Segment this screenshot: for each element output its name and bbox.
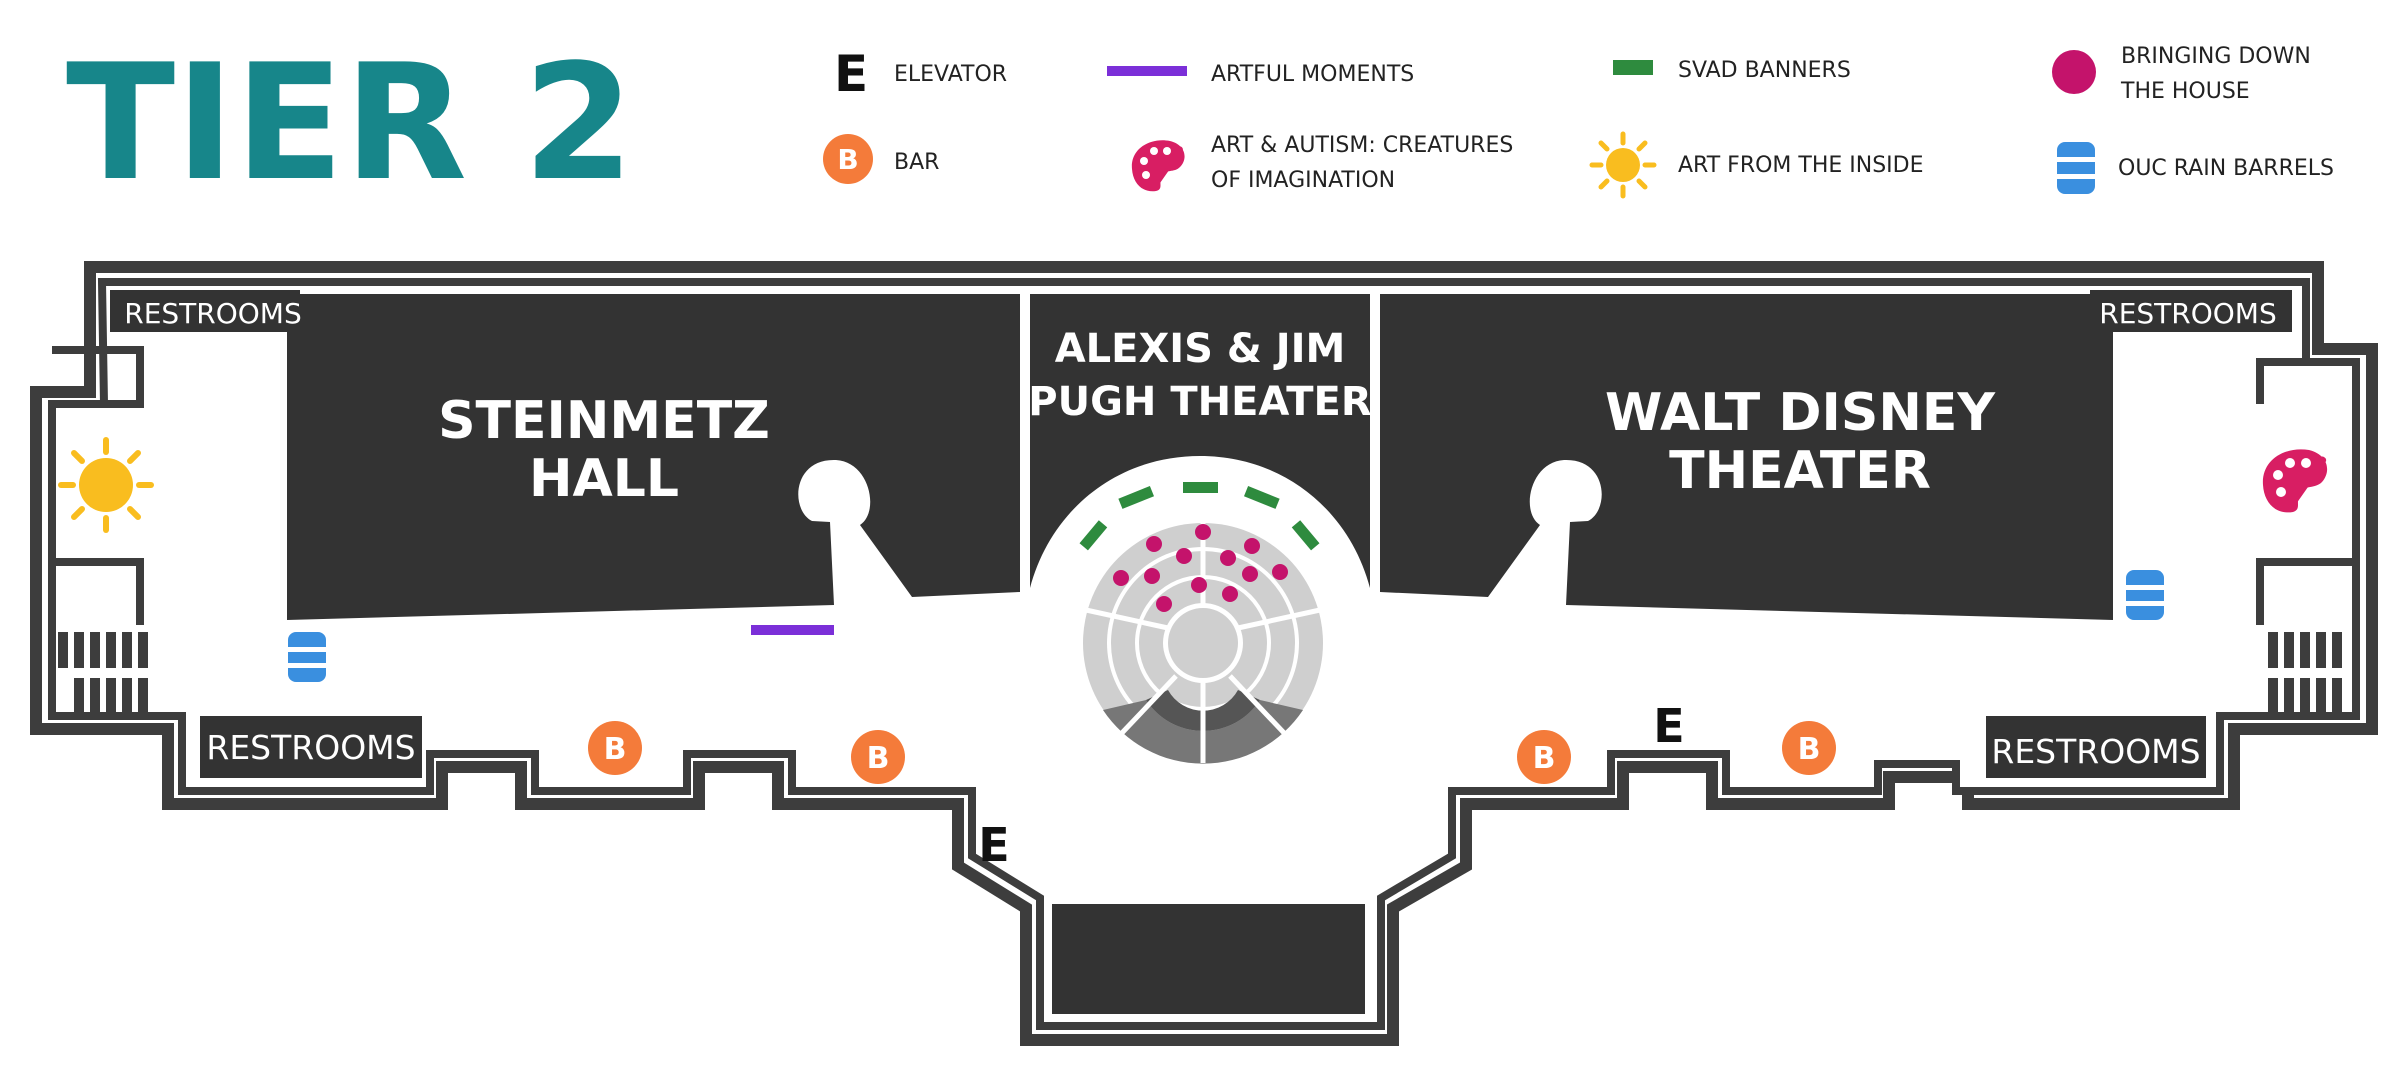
pugh-theater-seating xyxy=(1083,523,1323,764)
artful-moments-marker xyxy=(751,625,834,635)
svad-banners xyxy=(1079,482,1320,551)
walt-disney-theater-room xyxy=(1380,294,2113,620)
elevator-legend-icon: E xyxy=(834,45,868,103)
bringing-down-the-house-legend-icon xyxy=(2052,50,2096,94)
restroom-block-bottom-right xyxy=(1986,716,2206,778)
bar-legend-letter: B xyxy=(837,143,858,176)
bar-marker-4: B xyxy=(1782,721,1836,775)
pugh-theater-room xyxy=(1030,294,1370,588)
legend-inside-label: ART FROM THE INSIDE xyxy=(1678,153,1924,178)
restroom-label-bottom-left: RESTROOMS xyxy=(206,728,415,767)
legend-elevator-label: ELEVATOR xyxy=(894,62,1007,87)
legend-autism-label-line1: ART & AUTISM: CREATURES xyxy=(1211,133,1513,158)
svg-text:B: B xyxy=(867,741,890,776)
svg-text:B: B xyxy=(1798,732,1821,767)
steinmetz-hall-room xyxy=(287,294,1020,620)
walt-disney-theater-label-line1: WALT DISNEY xyxy=(1605,383,1996,443)
palette-legend-icon xyxy=(1131,140,1185,192)
artful-moments-legend-icon xyxy=(1107,66,1187,76)
restroom-block-bottom-left xyxy=(200,716,422,778)
restroom-block-top-right xyxy=(2090,290,2292,332)
stairs-left xyxy=(58,632,148,712)
legend-autism-label-line2: OF IMAGINATION xyxy=(1211,168,1395,193)
restroom-label-top-left: RESTROOMS xyxy=(124,297,302,330)
barrel-icon-right xyxy=(2124,570,2166,620)
elevator-marker-right: E xyxy=(1653,699,1684,753)
barrel-legend-icon xyxy=(2055,142,2097,194)
palette-icon xyxy=(2262,449,2328,513)
elevator-marker-center: E xyxy=(978,818,1009,872)
sun-icon xyxy=(58,437,154,533)
lower-central-room xyxy=(1052,904,1365,1014)
walt-disney-theater-label-line2: THEATER xyxy=(1669,441,1931,501)
bar-legend-icon xyxy=(823,134,873,184)
legend-bar-label: BAR xyxy=(894,150,939,175)
sun-legend-icon xyxy=(1589,131,1657,199)
restroom-label-top-right: RESTROOMS xyxy=(2099,297,2277,330)
legend-bringing-label-line2: THE HOUSE xyxy=(2120,79,2250,104)
svg-text:B: B xyxy=(604,732,627,767)
legend-bringing-label-line1: BRINGING DOWN xyxy=(2121,44,2311,69)
restroom-label-bottom-right: RESTROOMS xyxy=(1991,732,2200,771)
svg-text:B: B xyxy=(1533,741,1556,776)
steinmetz-hall-label-line2: HALL xyxy=(529,449,679,509)
stairs-right xyxy=(2268,632,2342,712)
steinmetz-hall-label-line1: STEINMETZ xyxy=(438,391,770,451)
pugh-theater-label-line2: PUGH THEATER xyxy=(1028,379,1371,425)
bar-marker-3: B xyxy=(1517,730,1571,784)
bar-marker-1: B xyxy=(588,721,642,775)
legend-svad-label: SVAD BANNERS xyxy=(1678,58,1851,83)
bar-marker-2: B xyxy=(851,730,905,784)
barrel-icon-left xyxy=(286,632,328,682)
restroom-block-top-left xyxy=(110,290,300,332)
pugh-theater-label-line1: ALEXIS & JIM xyxy=(1055,326,1346,372)
legend-artful-label: ARTFUL MOMENTS xyxy=(1211,62,1414,87)
bringing-down-the-house-dots xyxy=(1113,524,1288,612)
tier-title: TIER 2 xyxy=(66,29,634,216)
svad-banners-legend-icon xyxy=(1613,60,1653,75)
legend: E ELEVATOR B BAR ARTFUL MOMENTS ART & AU… xyxy=(823,44,2334,199)
legend-barrels-label: OUC RAIN BARRELS xyxy=(2118,156,2334,181)
